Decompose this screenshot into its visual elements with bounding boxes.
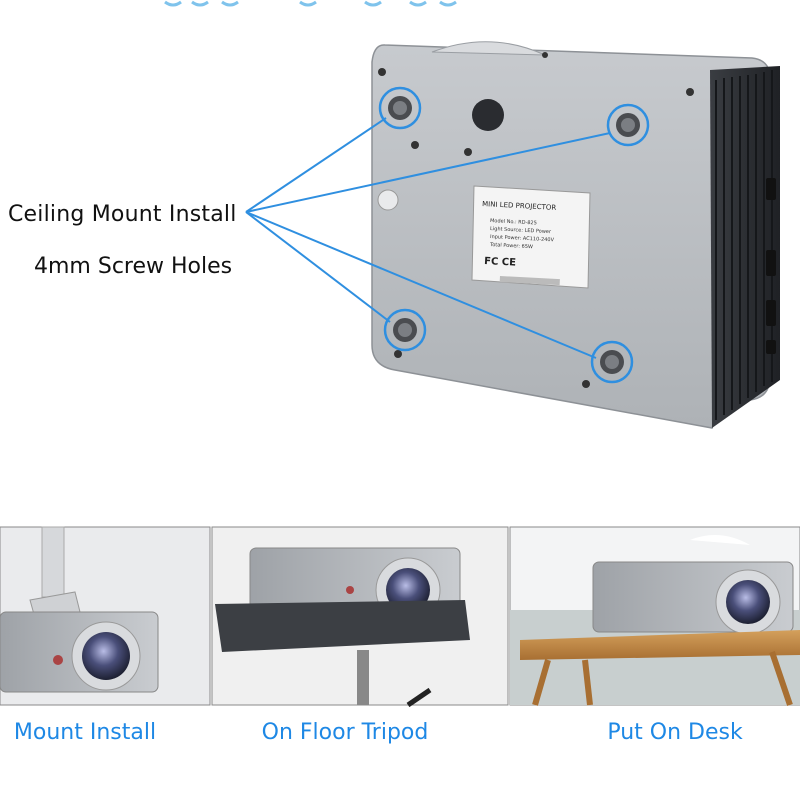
screw-hole-top-left — [378, 86, 422, 130]
device-label-line: Light Source: LED Power — [490, 226, 552, 235]
caption-floor-tripod: On Floor Tripod — [261, 720, 429, 745]
caption-put-on-desk: Put On Desk — [607, 720, 743, 745]
side-ports — [766, 178, 776, 354]
device-label-plate: MINI LED PROJECTOR Model No.: RD-825 Lig… — [471, 185, 591, 289]
device-label-line: Model No.: RD-825 — [490, 218, 537, 226]
callout-lines — [245, 117, 611, 359]
screw-hole-bottom-right — [590, 340, 634, 384]
device-label-heading: MINI LED PROJECTOR — [482, 200, 557, 212]
heatsink-fins — [715, 70, 773, 420]
device-label-line: Input Power: AC110-240V — [490, 234, 555, 243]
projector-bottom-view: MINI LED PROJECTOR Model No.: RD-825 Lig… — [371, 41, 780, 429]
usage-panel-mount — [0, 526, 211, 706]
callout-subtitle: 4mm Screw Holes — [34, 254, 233, 279]
usage-panel-tripod — [211, 526, 509, 708]
top-decoration — [164, 0, 457, 7]
device-label-line: Total Power: 65W — [489, 242, 533, 250]
caption-mount-install: Mount Install — [13, 720, 157, 745]
callout-title: Ceiling Mount Install — [8, 202, 237, 227]
screw-hole-bottom-left — [383, 308, 427, 352]
usage-panel-desk — [509, 526, 800, 706]
certification-marks: FC CE — [484, 256, 517, 269]
screw-hole-top-right — [606, 103, 650, 147]
